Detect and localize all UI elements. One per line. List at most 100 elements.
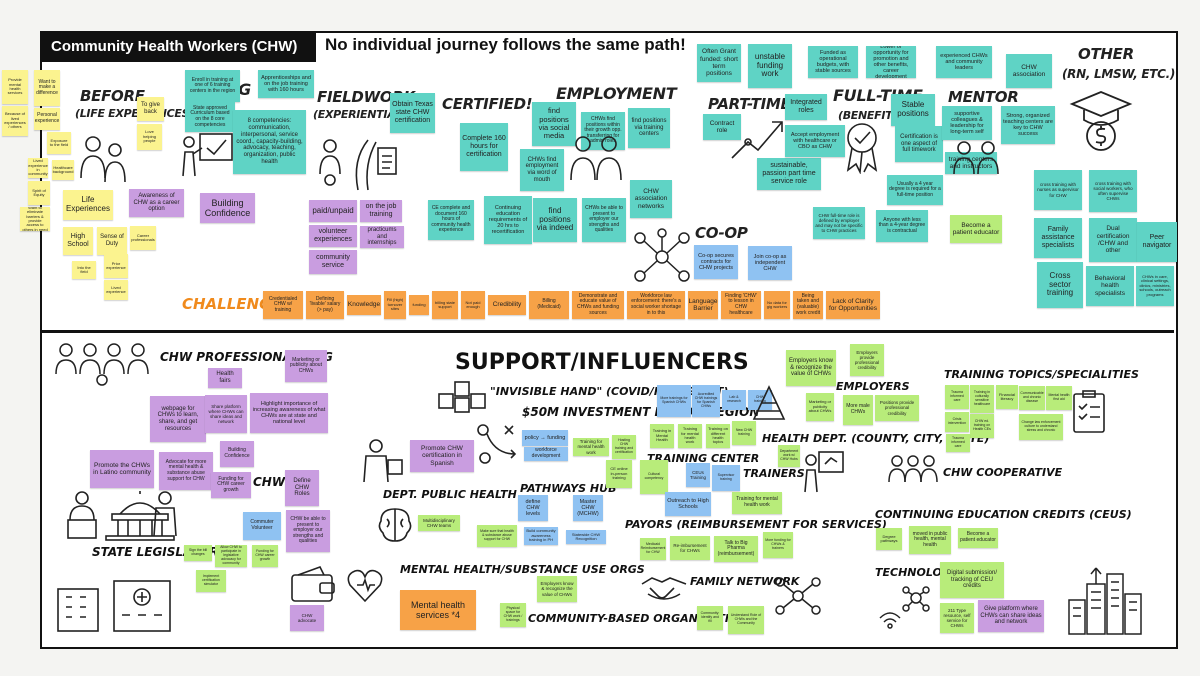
sticky-note[interactable]: Lived experience (104, 280, 128, 300)
sticky-note[interactable]: Provide mental health services (2, 70, 28, 104)
sticky-note[interactable]: 8 competencies: communication, interpers… (233, 110, 306, 174)
sticky-note[interactable]: High School (63, 227, 93, 255)
sticky-note[interactable]: Cultural competency (640, 460, 668, 494)
sticky-note[interactable]: More funding for CHWs & trainers (763, 532, 793, 558)
sticky-note[interactable]: Department work w/ CHW Hubs (778, 445, 800, 467)
sticky-note[interactable]: Sign the bill changes (184, 545, 212, 561)
sticky-note[interactable]: workforce development (524, 447, 568, 461)
challenge-note[interactable]: Workforce law enforcement: there's a soc… (627, 291, 685, 319)
sticky-note[interactable]: paid/unpaid (309, 200, 357, 222)
sticky-note[interactable]: Understand Role of CHWs and the Communit… (728, 606, 764, 634)
sticky-note[interactable]: Communicable and chronic disease (1019, 386, 1045, 410)
sticky-note[interactable]: Career professionals (130, 226, 156, 250)
sticky-note[interactable]: CHWs find employment via word of mouth (520, 149, 564, 191)
sticky-note[interactable]: Often Grant funded: short term positions (697, 44, 741, 82)
challenge-note[interactable]: Lack of Clarity for Opportunities (826, 291, 880, 319)
sticky-note[interactable]: Anyone with less than a 4-year degree is… (876, 210, 928, 242)
sticky-note[interactable]: Trauma informed care (945, 385, 969, 409)
sticky-note[interactable]: Training in culturally sensitive healthc… (970, 385, 994, 413)
sticky-note[interactable]: Crisis intervention (945, 412, 969, 432)
sticky-note[interactable]: Trauma informed care (946, 434, 970, 452)
sticky-note[interactable]: Multidisciplinary CHW teams (418, 515, 460, 531)
challenge-note[interactable]: Knowledge (347, 295, 381, 315)
sticky-note[interactable]: Make sure that health & substance abuse … (477, 525, 517, 547)
sticky-note[interactable]: Accredited CHW trainings for Spanish CHW… (692, 385, 720, 417)
sticky-note[interactable]: CHWs in care, clinical settings, clinics… (1136, 266, 1174, 306)
sticky-note[interactable]: Enroll in training at one of 6 training … (185, 70, 240, 102)
sticky-note[interactable]: Employers provide professional credibili… (850, 344, 884, 376)
sticky-note[interactable]: Mental health first aid (1046, 386, 1072, 410)
sticky-note[interactable]: cross training with social workers, who … (1089, 170, 1137, 212)
sticky-note[interactable]: Outreach to High Schools (665, 492, 711, 516)
sticky-note[interactable]: Talk to Big Pharma (reimbursement) (714, 536, 758, 562)
sticky-note[interactable]: Give platform where CHWs can share ideas… (978, 600, 1044, 632)
sticky-note[interactable]: define CHW levels (518, 495, 548, 521)
challenge-note[interactable]: Not paid enough (461, 291, 485, 319)
challenge-note[interactable]: Defining 'livable' salary (> pay) (306, 291, 344, 319)
sticky-note[interactable]: CHW be able to present to employer our s… (286, 510, 330, 552)
sticky-note[interactable]: Statewide CHW Recognition (566, 530, 606, 544)
sticky-note[interactable]: Join co-op as independent CHW (748, 246, 792, 280)
sticky-note[interactable]: Digital submission/ tracking of CEU cred… (940, 562, 1004, 598)
sticky-note[interactable]: Exposure to the field (47, 132, 71, 154)
sticky-note[interactable]: find positions via indeed (533, 198, 577, 242)
sticky-note[interactable]: Training in Mental Health (650, 424, 674, 448)
sticky-note[interactable]: Community: identify and fill (697, 606, 723, 630)
sticky-note[interactable]: CEUs Training (686, 463, 710, 487)
sticky-note[interactable]: Training for mental health work (732, 492, 782, 514)
sticky-note[interactable]: Because of lived experiences / others (2, 106, 28, 136)
challenge-note[interactable]: funding (409, 295, 429, 315)
sticky-note[interactable]: Physical space for CHW work / trainings (500, 603, 526, 627)
sticky-note[interactable]: Cross sector training (1037, 262, 1083, 308)
sticky-note[interactable]: webpage for CHWs to learn, share, and ge… (150, 396, 206, 442)
sticky-note[interactable]: Supervisor training (712, 465, 740, 491)
sticky-note[interactable]: Building Confidence (200, 193, 255, 223)
sticky-note[interactable]: Training for mental health work (678, 424, 702, 448)
sticky-note[interactable]: Family assistance specialists (1034, 218, 1082, 258)
challenge-note[interactable]: Being taken and (valuable) work credit (793, 291, 823, 319)
sticky-note[interactable]: New CHW training (732, 421, 756, 445)
sticky-note[interactable]: find positions via training centers (628, 108, 670, 148)
sticky-note[interactable]: Apprenticeships and on the job training … (258, 70, 314, 98)
sticky-note[interactable]: CHW ed. training on Health CEs (970, 414, 994, 438)
challenge-note[interactable]: Credentialed CHW w/ training (263, 291, 303, 319)
sticky-note[interactable]: Want to make a difference (34, 70, 60, 106)
sticky-note[interactable]: To give back (137, 97, 164, 121)
sticky-note[interactable]: Obtain Texas state CHW certification (390, 93, 435, 133)
sticky-note[interactable]: on the job training (360, 200, 402, 222)
sticky-note[interactable]: Dual certification /CHW and other (1089, 218, 1137, 262)
sticky-note[interactable]: Peer navigator (1137, 222, 1177, 262)
sticky-note[interactable]: CHW association (1006, 54, 1052, 88)
sticky-note[interactable]: Love helping people (137, 124, 162, 150)
sticky-note[interactable]: moved in public health, mental health (909, 526, 951, 554)
sticky-note[interactable]: Complete 160 hours for certification (460, 123, 508, 171)
sticky-note[interactable]: practicums and internships (360, 226, 404, 248)
sticky-note[interactable]: Re-imbursement for CHWs (670, 536, 710, 560)
sticky-note[interactable]: Awareness of CHW as a career option (129, 189, 184, 217)
sticky-note[interactable]: Lower or opportunity for promotion and o… (866, 46, 916, 78)
sticky-note[interactable]: Want to eliminate barriers & provide acc… (20, 207, 50, 231)
sticky-note[interactable]: Medicaid Reimbursement for CHW (640, 538, 666, 560)
sticky-note[interactable]: volunteer experiences (309, 225, 357, 247)
sticky-note[interactable]: Into the field (72, 261, 96, 279)
sticky-note[interactable]: More trainings for Spanish CHWs (657, 385, 691, 417)
sticky-note[interactable]: Financial literacy (996, 385, 1018, 409)
sticky-note[interactable]: policy → funding (522, 430, 568, 446)
sticky-note[interactable]: experienced CHWs and community leaders (936, 46, 992, 78)
sticky-note[interactable]: Life Experiences (63, 190, 113, 220)
sticky-note[interactable]: Marketing or publicity about CHWs (285, 350, 327, 382)
sticky-note[interactable]: CHWs be able to present to employer our … (582, 198, 626, 242)
sticky-note[interactable]: Become a patient educator (950, 215, 1002, 243)
challenge-note[interactable]: Finding 'CHW' to lesson in CHW healthcar… (721, 291, 761, 319)
sticky-note[interactable]: CE online in-person training (606, 460, 632, 488)
sticky-note[interactable]: Define CHW Roles (285, 470, 319, 506)
challenge-note[interactable]: billing state support (432, 291, 458, 319)
sticky-note[interactable]: Promote CHW certification in Spanish (410, 440, 474, 472)
sticky-note[interactable]: CHW advocate (290, 605, 324, 631)
sticky-note[interactable]: Funded as operational budgets, with stab… (808, 46, 858, 78)
sticky-note[interactable]: Lived experience in community (28, 158, 48, 178)
sticky-note[interactable]: Sense of Duty (97, 227, 127, 255)
sticky-note[interactable]: Accept employment with healthcare or CBO… (785, 125, 845, 157)
sticky-note[interactable]: 211 Type resource, self service for CHWs (940, 603, 974, 633)
sticky-note[interactable]: Personal experience (34, 108, 60, 130)
